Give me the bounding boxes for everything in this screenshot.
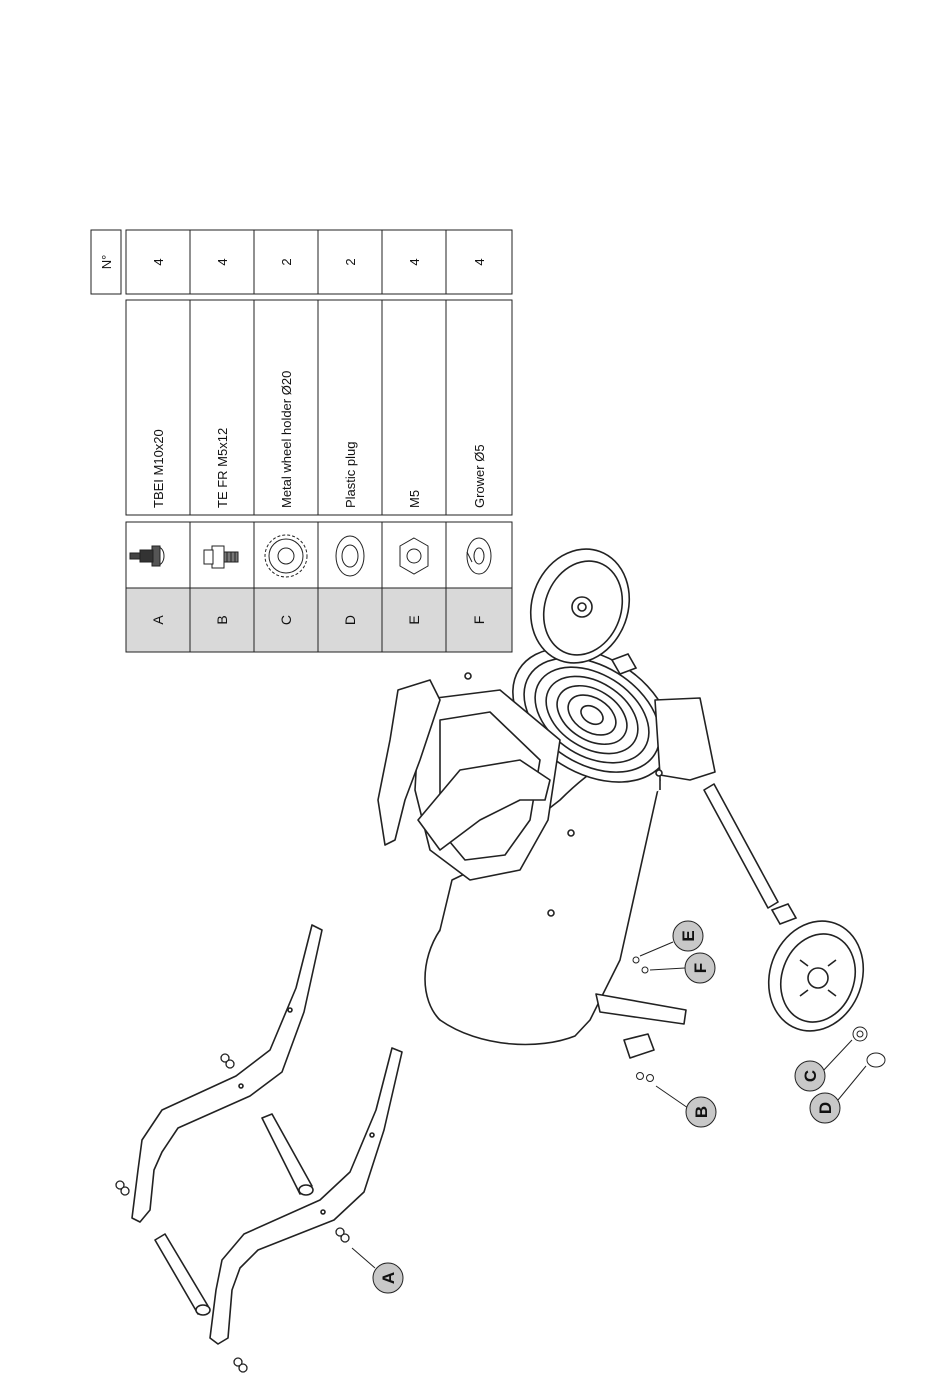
letter-a: A — [150, 615, 166, 625]
qty-a: 4 — [151, 258, 166, 265]
icon-column — [126, 522, 512, 588]
desc-f: Grower Ø5 — [472, 444, 487, 508]
frame-handles — [132, 925, 402, 1344]
desc-d: Plastic plug — [343, 442, 358, 508]
callout-d-letter: D — [816, 1102, 835, 1114]
heater-body — [378, 620, 778, 1058]
letter-column — [126, 588, 512, 652]
letter-c: C — [278, 615, 294, 625]
description-column — [126, 300, 512, 515]
callout-c-letter: C — [801, 1070, 820, 1082]
parts-table: N° 4 4 2 2 4 4 TBEI M10x20 TE FR M5x12 M… — [91, 230, 512, 652]
hex-nut-icon — [400, 538, 428, 574]
header-no-text: N° — [99, 255, 114, 270]
toothed-washer-icon — [265, 535, 307, 577]
qty-f: 4 — [472, 258, 487, 265]
callout-e-letter: E — [679, 930, 698, 941]
desc-a: TBEI M10x20 — [151, 429, 166, 508]
qty-column — [126, 230, 512, 294]
plastic-plug-icon — [336, 536, 364, 576]
callout-a-letter: A — [379, 1272, 398, 1284]
desc-e: M5 — [407, 490, 422, 508]
qty-b: 4 — [215, 258, 230, 265]
desc-c: Metal wheel holder Ø20 — [279, 371, 294, 508]
qty-d: 2 — [343, 258, 358, 265]
wheel-bottom — [754, 904, 879, 1044]
qty-e: 4 — [407, 258, 422, 265]
letter-e: E — [406, 615, 422, 624]
letter-d: D — [342, 615, 358, 625]
letter-b: B — [214, 615, 230, 624]
spring-washer-icon — [467, 538, 491, 574]
qty-c: 2 — [279, 258, 294, 265]
callout-f-letter: F — [691, 963, 710, 973]
callout-b-letter: B — [692, 1106, 711, 1118]
desc-b: TE FR M5x12 — [215, 428, 230, 508]
letter-f: F — [471, 616, 487, 625]
